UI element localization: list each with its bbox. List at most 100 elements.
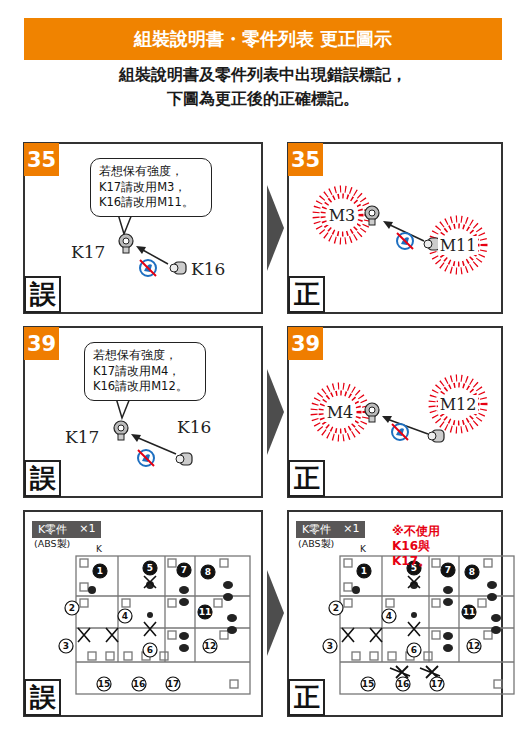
title-bar: 組裝說明書・零件列表 更正圖示 — [24, 18, 502, 60]
callout-number: 12 — [204, 641, 217, 651]
part-callout-text: M12 — [440, 395, 477, 414]
part-callout-text: M11 — [440, 236, 477, 255]
speech-bubble-text: 若想保有強度， K17請改用M4， K16請改用M12。 — [93, 348, 188, 393]
callout-number: 15 — [98, 679, 111, 689]
callout-circle — [462, 605, 476, 619]
parts-header: K零件 ×1 — [32, 521, 101, 538]
part-callout: M11 — [438, 236, 479, 255]
callout-circle — [177, 563, 191, 577]
callout-number: 1 — [97, 566, 103, 576]
callout-circle — [198, 605, 212, 619]
callout-circle — [97, 677, 111, 691]
parts-header-text: ×1 — [343, 522, 359, 537]
step-number: 35 — [288, 143, 323, 176]
callout-number: 11 — [199, 607, 212, 617]
callout-number: 8 — [469, 567, 475, 577]
wrong-mark: 誤 — [24, 679, 61, 716]
sprue-letter: K — [96, 544, 102, 554]
callout-circle — [329, 601, 343, 615]
part-name: K17 — [64, 428, 100, 448]
part-callout-text: M3 — [329, 206, 356, 225]
step-number-text: 35 — [291, 148, 320, 172]
callout-circle — [203, 639, 217, 653]
part-callout: M3 — [327, 206, 358, 225]
part-name: K17 — [70, 243, 106, 263]
callout-number: 16 — [133, 679, 146, 689]
subtitle: 組裝說明書及零件列表中出現錯誤標記， — [119, 66, 407, 84]
subtitle: 下圖為更正後的正確標記。 — [167, 90, 359, 108]
callout-circle — [396, 677, 410, 691]
callout-number: 6 — [147, 645, 153, 655]
note: ※不使用 K16與K17。 — [392, 524, 464, 569]
callout-circle — [93, 564, 107, 578]
callout-circle — [323, 639, 337, 653]
callout-circle — [357, 564, 371, 578]
part-callout: M4 — [325, 403, 356, 422]
callout-number: 6 — [411, 645, 417, 655]
step-number: 35 — [24, 143, 59, 176]
material-note: (ABS製) — [298, 539, 334, 550]
callout-circle — [430, 677, 444, 691]
callout-number: 4 — [386, 611, 392, 621]
correct-mark-text: 正 — [294, 680, 320, 715]
callout-number: 1 — [361, 566, 367, 576]
parts-header-text: K零件 — [302, 522, 331, 537]
correct-mark-text: 正 — [294, 277, 320, 312]
callout-number: 15 — [362, 679, 375, 689]
callout-circle — [166, 677, 180, 691]
speech-bubble: 若想保有強度， K17請改用M3， K16請改用M11。 — [90, 158, 212, 217]
callout-number: 17 — [167, 679, 180, 689]
wrong-mark: 誤 — [24, 460, 61, 497]
callout-number: 3 — [327, 641, 333, 651]
parts-header-text: ×1 — [79, 522, 95, 537]
callout-number: 8 — [205, 567, 211, 577]
callout-circle — [407, 643, 421, 657]
correct-mark: 正 — [288, 276, 325, 313]
part-name: K16 — [190, 260, 226, 280]
callout-number: 3 — [63, 641, 69, 651]
callout-circle — [441, 563, 455, 577]
speech-bubble-text: 若想保有強度， K17請改用M3， K16請改用M11。 — [99, 164, 194, 209]
callout-number: 17 — [431, 679, 444, 689]
callout-number: 2 — [333, 603, 339, 613]
callout-circle — [132, 677, 146, 691]
material-note: (ABS製) — [34, 539, 70, 550]
callout-number: 16 — [397, 679, 410, 689]
callout-number: 12 — [468, 641, 481, 651]
step-number-text: 39 — [291, 332, 320, 356]
callout-circle — [361, 677, 375, 691]
callout-circle — [118, 609, 132, 623]
step-number: 39 — [288, 327, 323, 360]
parts-header-text: K零件 — [38, 522, 67, 537]
wrong-mark-text: 誤 — [30, 680, 56, 715]
callout-number: 7 — [181, 565, 187, 575]
wrong-mark-text: 誤 — [30, 461, 56, 496]
callout-circle — [201, 565, 215, 579]
callout-number: 5 — [147, 563, 153, 573]
callout-circle — [143, 643, 157, 657]
callout-circle — [143, 561, 157, 575]
step-number-text: 39 — [27, 332, 56, 356]
callout-number: 2 — [69, 603, 75, 613]
part-name: K16 — [176, 418, 212, 438]
callout-number: 11 — [463, 607, 476, 617]
callout-number: 4 — [122, 611, 128, 621]
part-callout: M12 — [438, 395, 479, 414]
correct-mark: 正 — [288, 460, 325, 497]
step-number-text: 35 — [27, 148, 56, 172]
correct-mark: 正 — [288, 679, 325, 716]
part-callout-text: M4 — [327, 403, 354, 422]
callout-circle — [465, 565, 479, 579]
wrong-mark: 誤 — [24, 276, 61, 313]
callout-circle — [59, 639, 73, 653]
callout-circle — [382, 609, 396, 623]
parts-header: K零件 ×1 — [296, 521, 365, 538]
callout-circle — [467, 639, 481, 653]
sprue-letter: K — [360, 544, 366, 554]
callout-circle — [65, 601, 79, 615]
step-number: 39 — [24, 327, 59, 360]
wrong-mark-text: 誤 — [30, 277, 56, 312]
callout-number: 7 — [445, 565, 451, 575]
speech-bubble: 若想保有強度， K17請改用M4， K16請改用M12。 — [84, 342, 206, 401]
